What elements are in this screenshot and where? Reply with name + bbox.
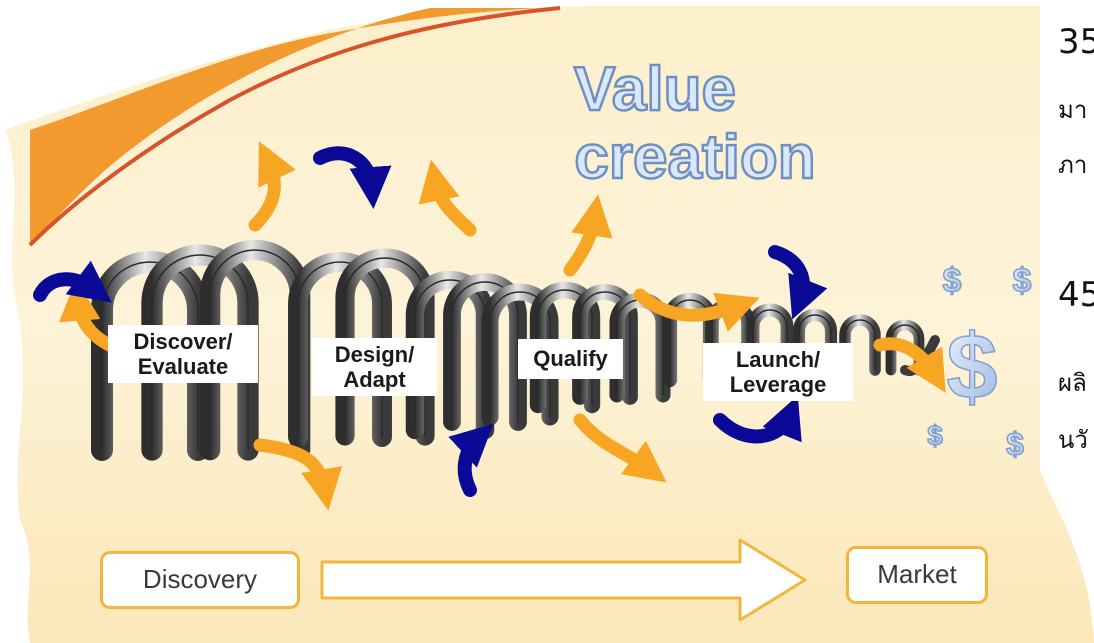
orange-sweep (30, 8, 540, 245)
blue-arrow-5 (713, 395, 802, 444)
stage-label-discover-line-2: Evaluate (137, 354, 229, 379)
side-note-2-line-1: ผลิ (1058, 369, 1087, 397)
discovery-to-market-arrow (320, 538, 807, 622)
spring-loop-outline (489, 291, 551, 417)
stage-label-launch: Launch/ Leverage (703, 343, 853, 401)
stage-label-design-line-2: Adapt (343, 367, 406, 392)
spring-loop-outline (151, 254, 249, 450)
side-note-2-line-2: นวั (1058, 426, 1088, 454)
stage-label-launch-line-2: Leverage (729, 372, 827, 397)
orange-arrow-7 (873, 337, 946, 393)
stage-label-design: Design/ Adapt (312, 338, 437, 396)
spring-loop-outline (537, 289, 593, 405)
dollar-icon: $ (946, 316, 997, 418)
spring-loop-outline (414, 279, 486, 430)
dollar-icon: $ (1013, 262, 1032, 300)
title-line-2: creation (574, 123, 815, 192)
side-note-2-number: 45 (1058, 275, 1094, 315)
orange-arrow-5 (253, 438, 343, 511)
dollar-icon: $ (927, 420, 943, 451)
spring-loop-outline (451, 281, 519, 422)
dollar-icon: $ (943, 262, 962, 300)
discovery-box: Discovery (100, 551, 300, 609)
stage-label-design-line-1: Design/ (334, 342, 415, 367)
text-panel (1040, 0, 1094, 470)
orange-arrow-3 (563, 194, 613, 277)
market-box: Market (846, 546, 988, 604)
side-note-1-number: 35 (1058, 22, 1094, 62)
stage-label-discover-line-1: Discover/ (133, 329, 233, 354)
blue-arrow-2 (313, 146, 392, 209)
spring-loop-outline (297, 261, 383, 437)
blue-arrow-3 (768, 245, 828, 320)
spring-loop-outline (890, 324, 920, 370)
red-sweep-line (28, 6, 561, 247)
side-note-1-line-1: มา (1058, 96, 1088, 124)
orange-arrow-2 (418, 159, 477, 237)
stage-label-qualify: Qualify (518, 339, 623, 379)
side-note-1-line-2: ภา (1058, 151, 1088, 179)
orange-arrow-1 (248, 141, 296, 232)
stage-label-launch-line-1: Launch/ (735, 347, 821, 372)
stage-label-discover: Discover/ Evaluate (108, 325, 258, 383)
blue-arrow-1 (33, 260, 112, 303)
blue-arrows (33, 146, 828, 497)
blue-arrow-4 (448, 423, 494, 497)
spring-loop-outline (844, 319, 876, 370)
stage-label-qualify-line-1: Qualify (533, 346, 608, 371)
dollar-icon: $ (1006, 426, 1024, 462)
title-line-1: Value (574, 55, 736, 124)
dollar-signs: $$$$$ (926, 261, 1032, 463)
orange-arrow-6 (573, 413, 667, 483)
orange-arrow-4 (633, 288, 760, 332)
